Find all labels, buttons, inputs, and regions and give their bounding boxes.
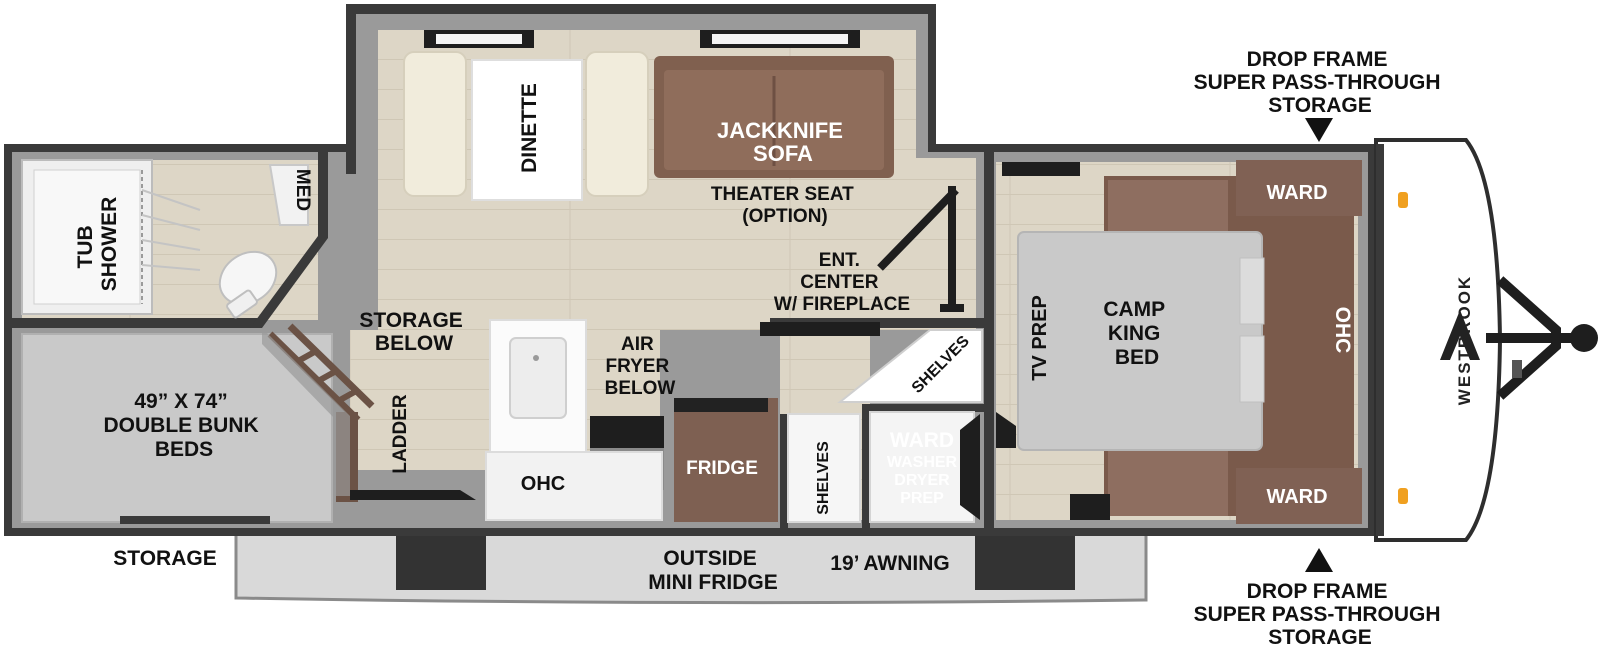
svg-text:WARD: WARD <box>890 429 954 452</box>
storage-left-label: STORAGE <box>113 547 216 570</box>
arrow-down-icon <box>1305 118 1333 142</box>
bedroom <box>996 160 1362 524</box>
ward-top-label: WARD <box>1266 182 1327 204</box>
westbrook-logo-icon <box>1440 310 1480 360</box>
awning-label: 19’ AWNING <box>830 552 949 575</box>
ent-center-label: ENT. CENTER W/ FIREPLACE <box>774 250 910 315</box>
bunk-beds-label: 49” X 74” DOUBLE BUNK BEDS <box>103 390 264 461</box>
front-cap <box>1374 138 1503 542</box>
ohc-cabinet <box>485 451 663 521</box>
svg-text:WASHER: WASHER <box>887 454 958 471</box>
ent-center <box>877 186 964 312</box>
windows <box>424 30 1080 176</box>
marker-light-icon <box>1398 488 1408 504</box>
doors <box>350 322 880 500</box>
ward-bottom-label: WARD <box>1266 486 1327 508</box>
outside-fridge-label: OUTSIDE MINI FRIDGE <box>648 547 778 594</box>
fridge-label: FRIDGE <box>686 458 758 479</box>
storage-below-label: STORAGE BELOW <box>359 309 468 355</box>
awning <box>234 530 1148 605</box>
dinette-area <box>403 51 649 201</box>
ladder-icon <box>267 323 375 502</box>
med-label: MED <box>292 169 313 211</box>
tub-shower-label: TUB SHOWER <box>74 197 121 292</box>
svg-text:DRYER: DRYER <box>894 472 950 489</box>
sofa-label: JACKKNIFE SOFA <box>717 118 849 166</box>
tv-prep-label: TV PREP <box>1029 295 1051 381</box>
stove-icon <box>590 416 664 448</box>
bunk-bed <box>21 333 333 523</box>
sink-icon <box>509 337 567 419</box>
dinette-label: DINETTE <box>518 83 541 173</box>
shelves-vertical-label: SHELVES <box>815 441 832 515</box>
shelves-closet <box>787 413 861 523</box>
bunk-room <box>21 323 375 524</box>
marker-light-icon <box>1398 192 1408 208</box>
bath-vanity <box>268 164 309 226</box>
dinette-table <box>471 59 583 201</box>
kitchen <box>485 319 983 523</box>
diagonal-shelves <box>837 329 983 403</box>
bathroom <box>21 159 309 319</box>
ohc-bedroom-label: OHC <box>1331 307 1354 354</box>
sofa <box>654 56 894 178</box>
toilet-icon <box>218 250 278 319</box>
arrow-up-icon <box>1305 548 1333 572</box>
drop-frame-top-label: DROP FRAME SUPER PASS-THROUGH STORAGE <box>1194 48 1447 117</box>
drop-frame-bottom-label: DROP FRAME SUPER PASS-THROUGH STORAGE <box>1194 580 1447 646</box>
brand-label: WESTBROOK <box>1455 275 1474 405</box>
air-fryer-label: AIR FRYER BELOW <box>605 334 676 399</box>
hitch-icon <box>1486 276 1598 400</box>
svg-text:PREP: PREP <box>900 490 944 507</box>
fridge <box>674 398 778 522</box>
ladder-label: LADDER <box>390 394 411 473</box>
ward-washer-label: WARD WASHER DRYER PREP <box>887 429 958 507</box>
camp-king-bed-label: CAMP KING BED <box>1103 298 1170 369</box>
theater-seat-label: THEATER SEAT (OPTION) <box>711 184 859 227</box>
ohc-kitchen-label: OHC <box>521 473 565 495</box>
